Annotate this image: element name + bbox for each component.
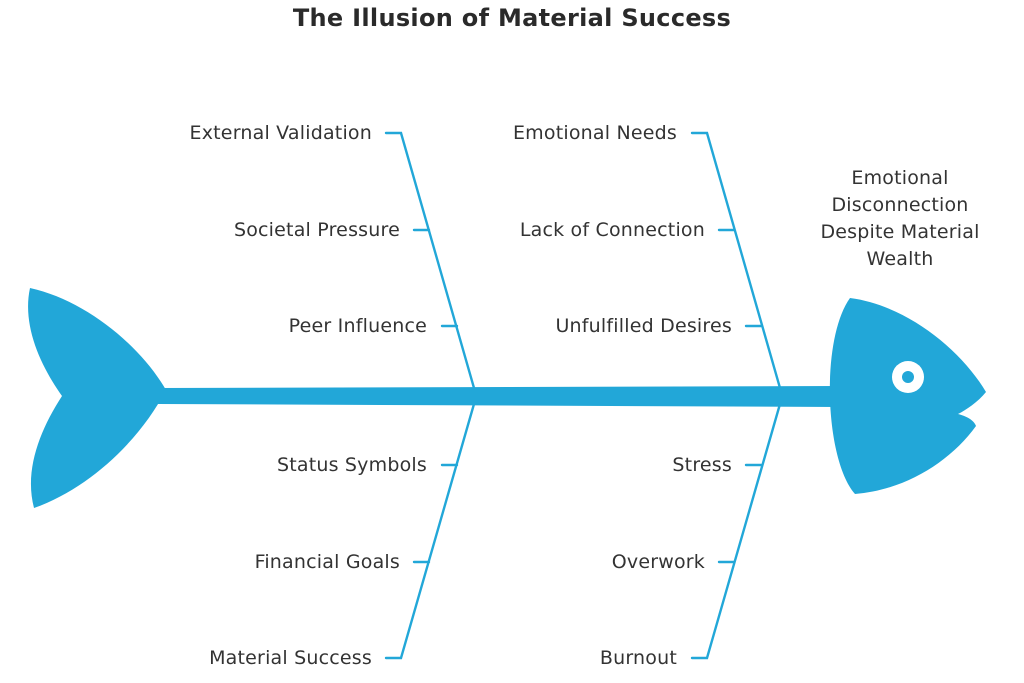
cause-label: Emotional Needs: [512, 122, 677, 144]
cause-label: Burnout: [599, 647, 677, 669]
cause-label: Overwork: [611, 551, 705, 573]
cause-label: Unfulfilled Desires: [555, 315, 732, 337]
cause-label: Status Symbols: [276, 454, 427, 476]
cause-label: Peer Influence: [288, 315, 427, 337]
cause-label: Financial Goals: [254, 551, 400, 573]
cause-label: External Validation: [189, 122, 372, 144]
diagram-title: The Illusion of Material Success: [292, 4, 732, 32]
fish-spine: [158, 386, 840, 407]
bone-upper-left: [384, 131, 476, 390]
bone-upper-right: [690, 131, 782, 390]
cause-label: Stress: [672, 454, 732, 476]
effect-label: Emotional Disconnection Despite Material…: [820, 167, 980, 270]
bone-lower-left: [384, 402, 476, 660]
bone-lower-right: [690, 402, 782, 660]
cause-label: Lack of Connection: [519, 219, 705, 241]
cause-label: Societal Pressure: [233, 219, 400, 241]
cause-label: Material Success: [209, 647, 372, 669]
fish-head: [829, 298, 986, 494]
fish-pupil: [902, 371, 914, 383]
fish-tail: [28, 288, 166, 508]
